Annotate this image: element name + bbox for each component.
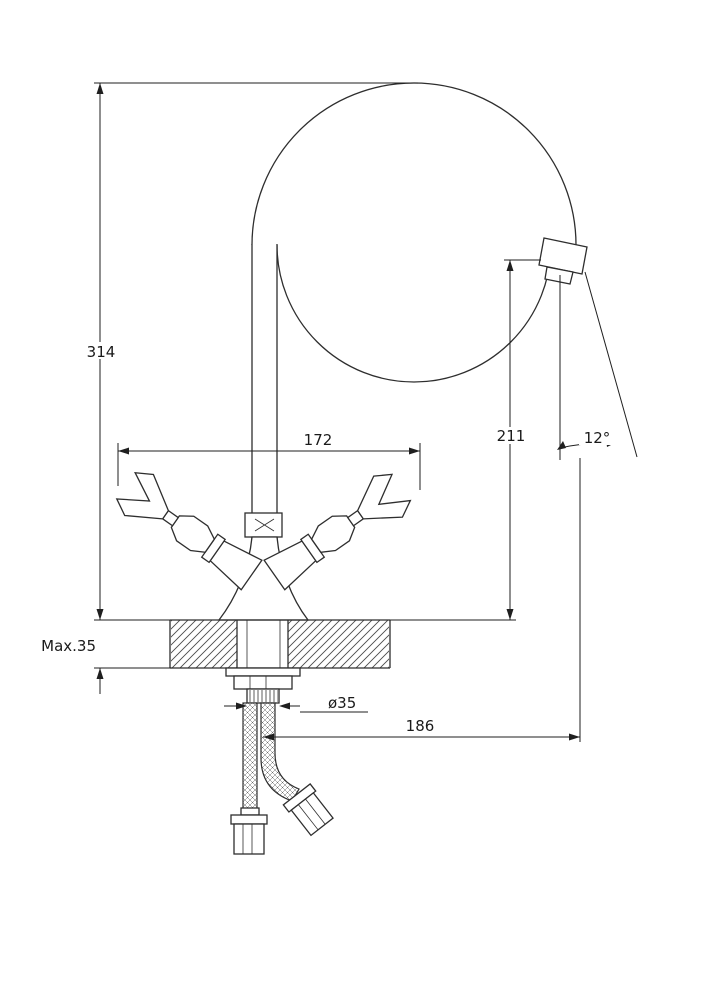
dim-mounting-hole: ø35 xyxy=(224,694,368,713)
dim-spout-reach-label: 186 xyxy=(406,717,435,735)
dim-spout-height-label: 211 xyxy=(497,427,526,445)
countertop-section xyxy=(169,619,391,669)
faucet-riser-tube xyxy=(251,244,278,540)
dim-spout-angle: 12° xyxy=(557,271,638,460)
faucet-spout-arc xyxy=(251,82,577,383)
right-cross-handle xyxy=(263,473,412,591)
supply-hose-left xyxy=(230,702,268,855)
spout-nozzle xyxy=(538,237,588,285)
dim-max-deck-thickness-label: Max.35 xyxy=(41,637,96,655)
dim-handle-span: 172 xyxy=(117,431,421,490)
dim-spout-height: 211 xyxy=(390,259,541,621)
dim-mounting-hole-label: ø35 xyxy=(328,694,356,712)
body-collar xyxy=(244,512,283,538)
dim-max-deck-thickness: Max.35 xyxy=(41,637,172,694)
dim-total-height: 314 xyxy=(82,82,418,621)
dim-handle-span-label: 172 xyxy=(304,431,333,449)
left-cross-handle xyxy=(115,471,263,591)
supply-hose-right xyxy=(260,702,334,837)
dim-spout-reach: 186 xyxy=(263,458,581,742)
dim-spout-angle-label: 12° xyxy=(584,429,611,447)
mounting-hardware xyxy=(225,667,301,704)
dim-total-height-label: 314 xyxy=(87,343,116,361)
